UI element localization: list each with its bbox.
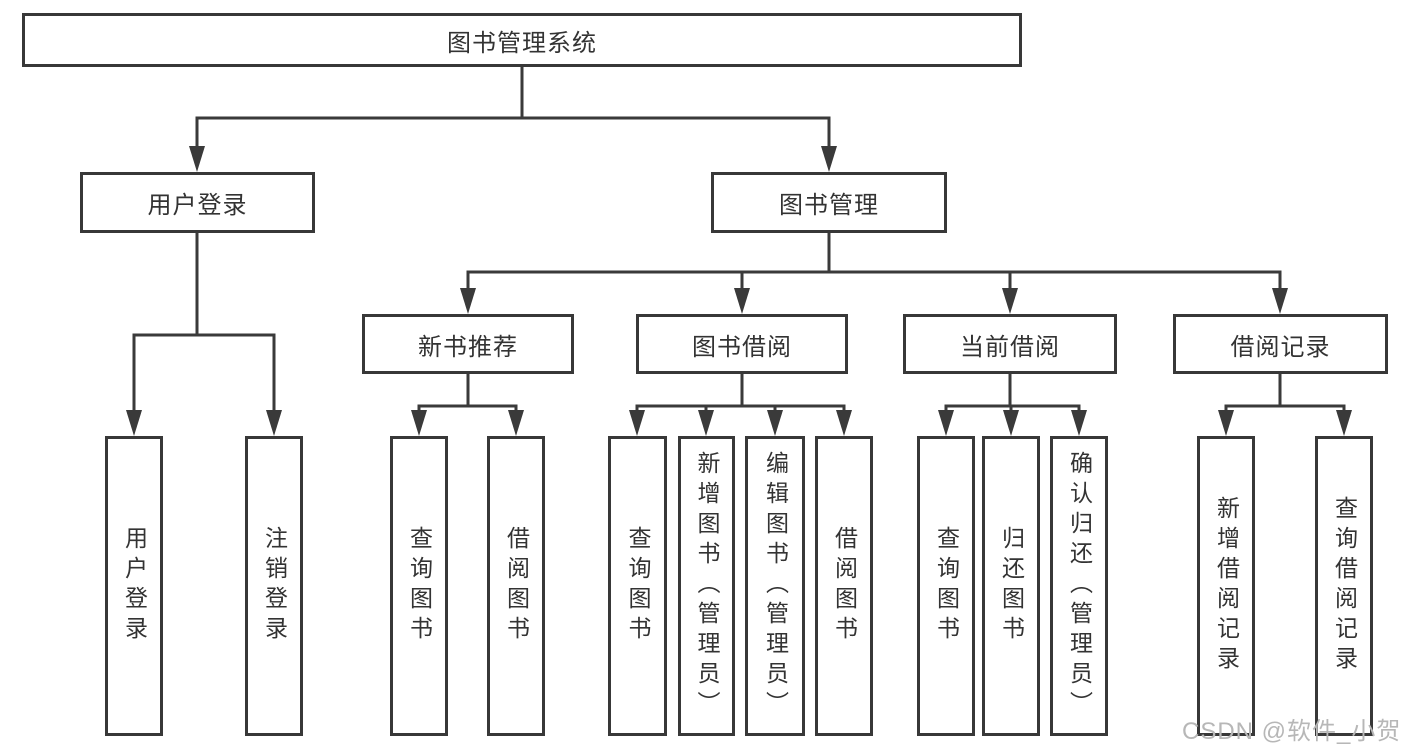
leaf-add-book-admin: 新增图书（管理员） [678,436,735,736]
leaf-edit-book-admin: 编辑图书（管理员） [745,436,805,736]
node-new-book-recommend: 新书推荐 [362,314,574,374]
connector-current-borrow-group [938,374,1087,436]
node-root-library-system: 图书管理系统 [22,13,1022,67]
leaf-query-borrow-record: 查询借阅记录 [1315,436,1373,736]
connector-book-mgmt-to-level3 [460,233,1288,314]
node-book-management: 图书管理 [711,172,947,233]
leaf-borrow-book-1: 借阅图书 [487,436,545,736]
csdn-watermark: CSDN @软件_小贺同学 [1182,718,1402,745]
leaf-return-book: 归还图书 [982,436,1040,736]
connector-book-borrow-group [629,374,852,436]
node-book-borrow: 图书借阅 [636,314,848,374]
node-current-borrow: 当前借阅 [903,314,1117,374]
connector-root-to-level2 [189,67,837,172]
leaf-query-book-1: 查询图书 [390,436,448,736]
leaf-user-login: 用户登录 [105,436,163,736]
connector-user-login-group [126,233,282,436]
leaf-query-book-2: 查询图书 [608,436,667,736]
connector-new-book-group [411,374,524,436]
leaf-confirm-return-admin: 确认归还（管理员） [1050,436,1108,736]
leaf-query-book-3: 查询图书 [917,436,975,736]
leaf-borrow-book-2: 借阅图书 [815,436,873,736]
node-borrow-record: 借阅记录 [1173,314,1388,374]
leaf-add-borrow-record: 新增借阅记录 [1197,436,1255,736]
node-user-login: 用户登录 [80,172,315,233]
connector-borrow-record-group [1218,374,1352,436]
leaf-logout: 注销登录 [245,436,303,736]
